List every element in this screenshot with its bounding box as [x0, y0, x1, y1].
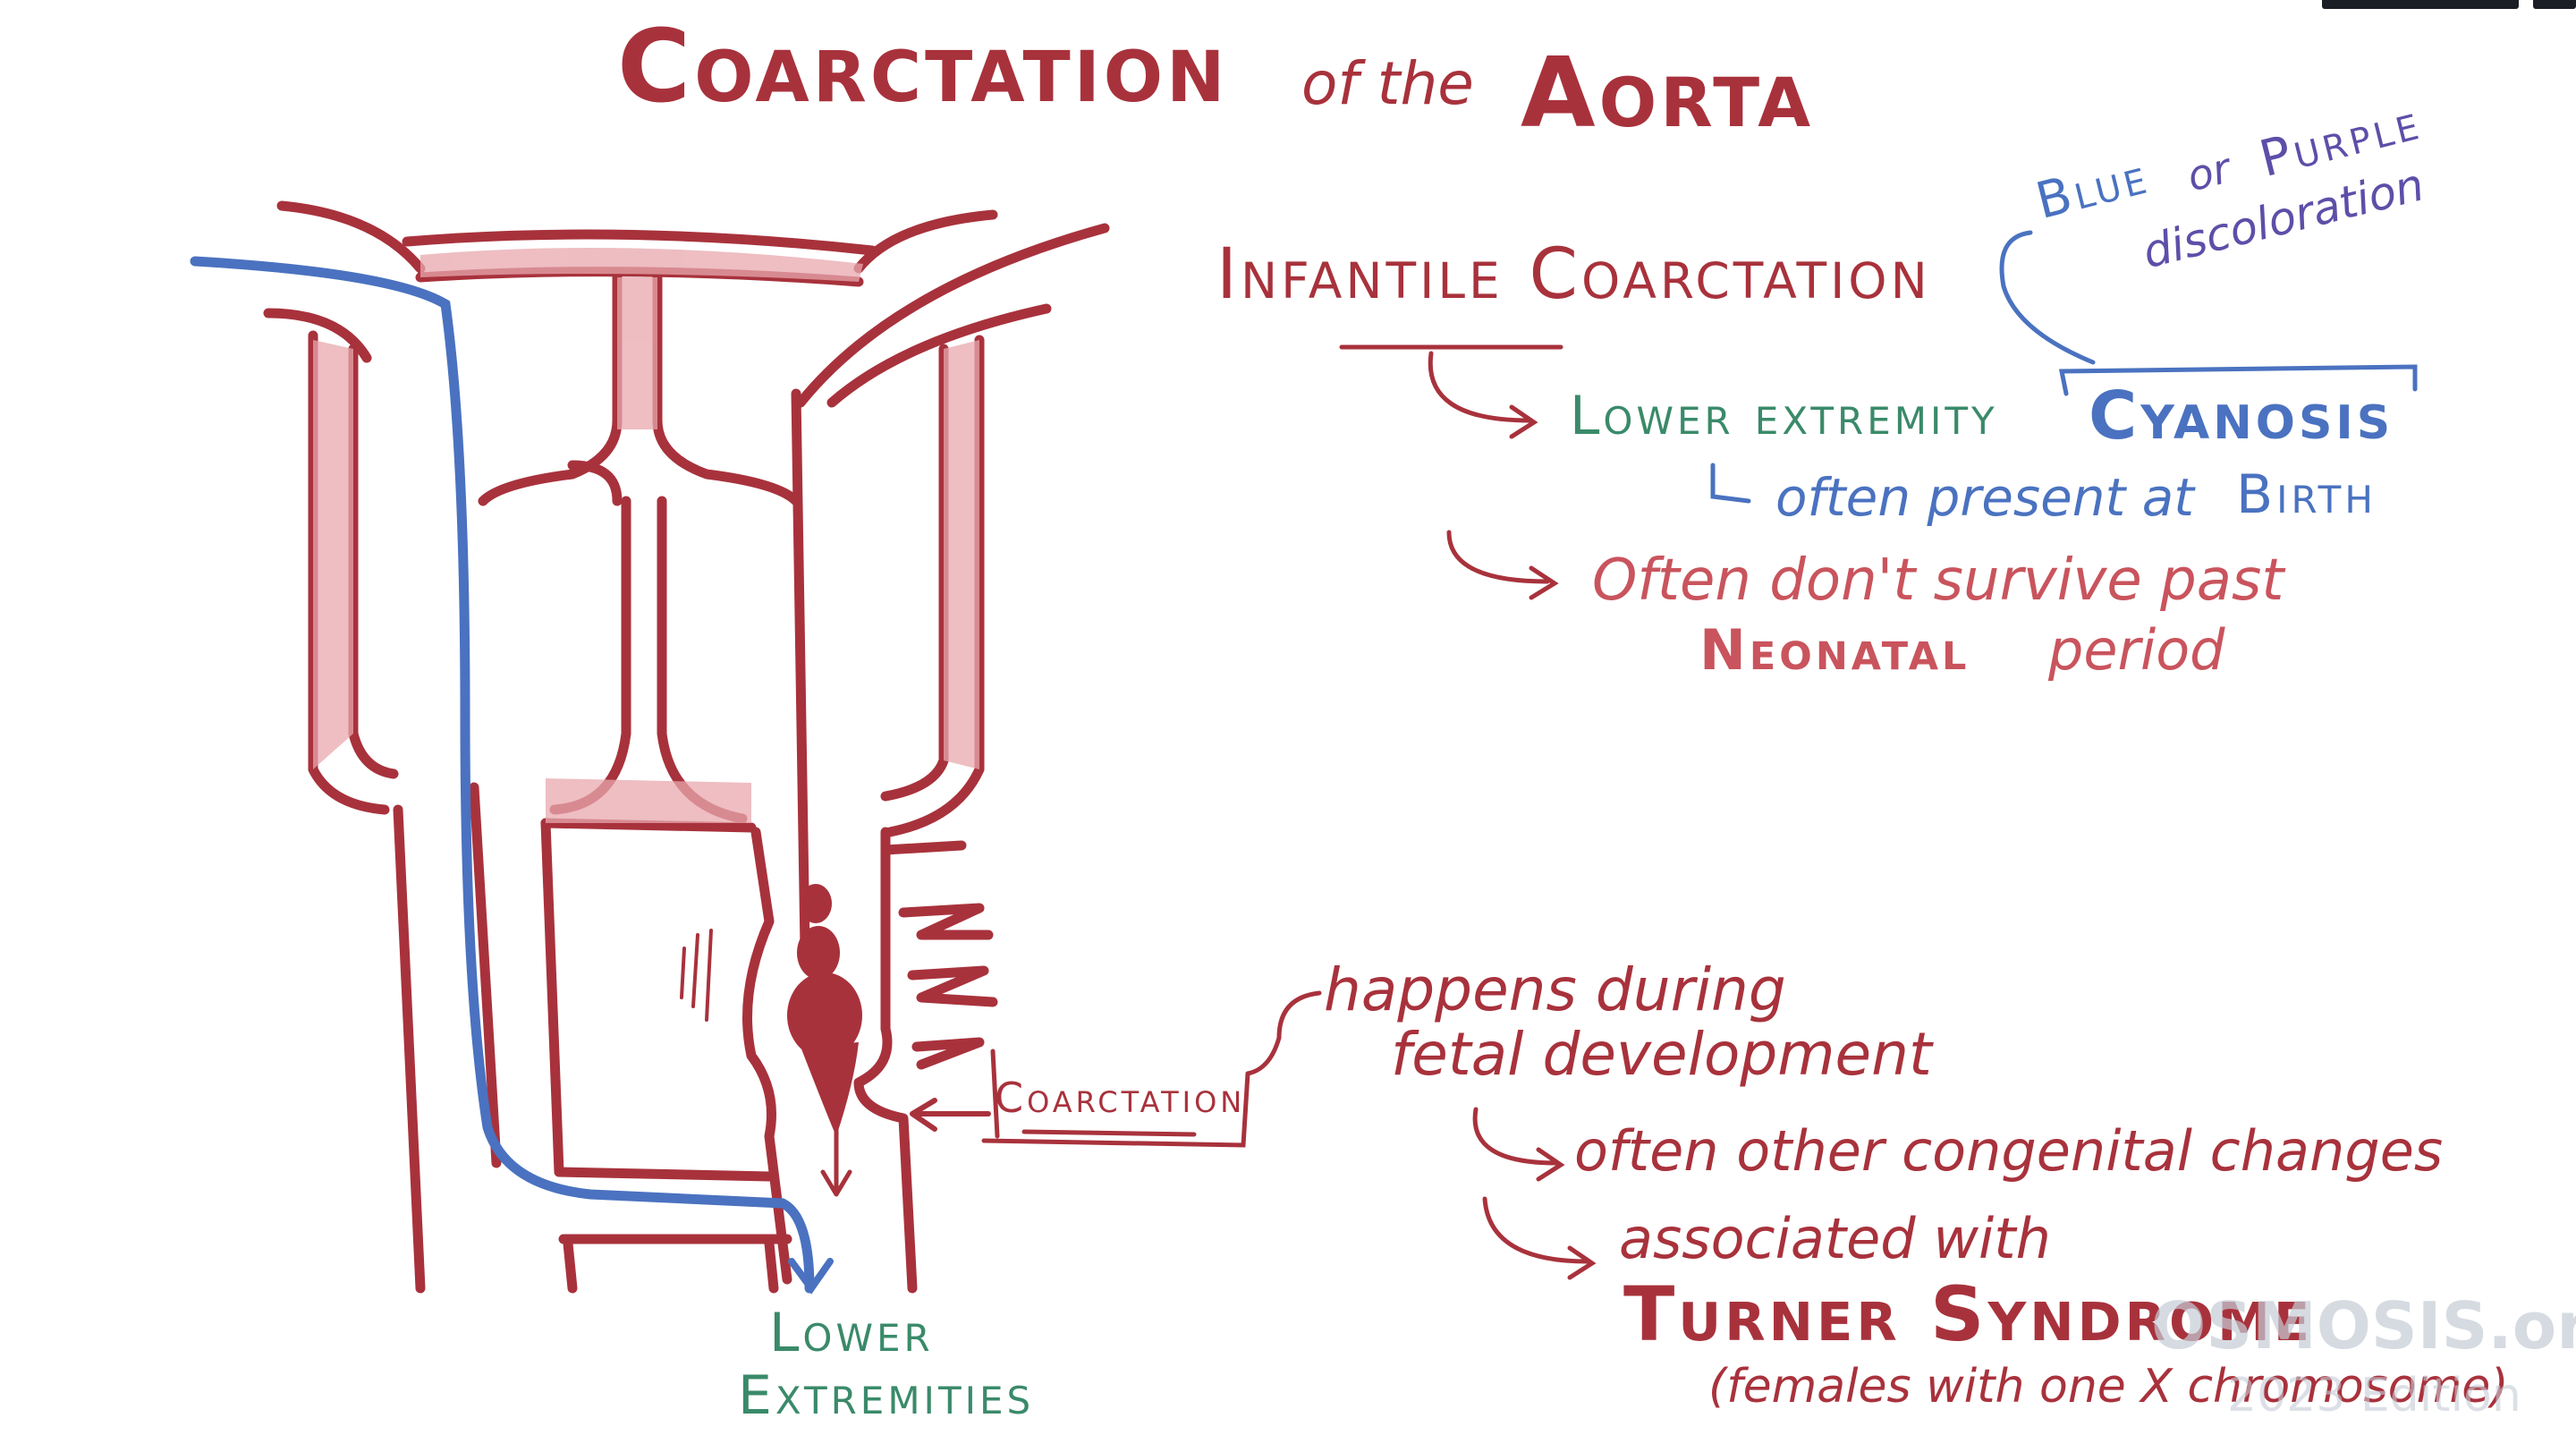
arch-fill-top [420, 248, 863, 282]
arrow-survive [1446, 530, 1559, 600]
aorta-right-wall [791, 388, 810, 954]
right-outer-wall-inner [880, 344, 949, 802]
associated-with: associated with [1619, 1206, 2051, 1271]
coarctation-label: Coarctation [995, 1074, 1246, 1122]
arch-fill-left [313, 340, 353, 769]
ridge-2 [898, 903, 994, 940]
branch-top-left-2 [263, 308, 372, 363]
brace-happens [1245, 990, 1322, 1076]
central-connector-right [652, 272, 801, 506]
aorta-right-wall-2 [853, 827, 918, 1294]
branch-top-right-1 [853, 209, 998, 274]
watermark-brand: OSMOSIS.org [2151, 1288, 2576, 1363]
box-left-wall [540, 818, 564, 1177]
left-outer-wall [308, 330, 390, 815]
aorta-left-wall [742, 827, 792, 1285]
arch-fill-bottom [546, 778, 751, 823]
bracket-cyanosis [2058, 364, 2418, 396]
watermark-edition: 2023 Edition [2227, 1369, 2521, 1422]
survive-line: Often don't survive past [1592, 548, 2284, 614]
birth-word: Birth [2236, 463, 2377, 526]
bottom-stub-mid [764, 1238, 779, 1294]
lower-extremities-line2: Extremities [738, 1364, 1035, 1427]
hook-birth [1710, 463, 1751, 504]
arch-fill-center [617, 277, 657, 429]
turner-syndrome: Turner Syndrome [1623, 1270, 2314, 1358]
fetal-line1: happens during [1324, 955, 1786, 1024]
arrow-associated [1482, 1196, 1597, 1280]
top-bar-left [2322, 0, 2519, 9]
top-bar-right [2533, 0, 2576, 9]
central-lower-left [567, 460, 623, 506]
branch-top-right-3 [826, 303, 1052, 408]
lower-extremities-line1: Lower [769, 1302, 934, 1364]
bracket-coarctation [981, 1049, 1250, 1148]
blood-flow-line [190, 256, 815, 1294]
right-outer-wall [885, 335, 985, 837]
central-lower [549, 496, 631, 815]
box-bottom-edge [554, 1167, 775, 1182]
arrow-lower-extremity [1428, 351, 1538, 439]
title-main: Coarctation [617, 9, 1229, 125]
title-end: Aorta [1521, 38, 1815, 149]
period-word: period [2048, 617, 2225, 683]
arch-top-outline [402, 229, 877, 256]
ridge-1 [880, 840, 967, 855]
coarctation-arrow [910, 1098, 991, 1132]
females-note: (females with one X chromosome) [1708, 1360, 2509, 1414]
central-connector-left [478, 272, 623, 506]
title-connector: of the [1301, 49, 1474, 118]
bottom-stub-left [563, 1238, 578, 1294]
coarctation-blob-2 [797, 926, 840, 980]
motion-lines [680, 929, 713, 1022]
coarctation-tip [801, 1042, 859, 1136]
lower-extremity-label: Lower extremity [1570, 385, 1998, 447]
neonatal-word: Neonatal [1699, 617, 1970, 683]
central-lower-2 [657, 496, 748, 824]
fetal-line2: fetal development [1391, 1020, 1932, 1089]
coarctation-blob-1 [800, 884, 832, 923]
descending-left-outer [393, 804, 426, 1294]
ridge-4 [911, 1037, 985, 1070]
coarctation-blob-3 [787, 972, 862, 1058]
ridge-3 [907, 965, 998, 1007]
branch-top-right-2 [795, 223, 1110, 408]
arch-fill-right [944, 340, 979, 769]
brace-blue [1999, 230, 2096, 365]
other-changes: often other congenital changes [1574, 1118, 2444, 1184]
branch-top-left-1 [276, 200, 426, 274]
underline-coarctation [1021, 1129, 1197, 1137]
infantile-heading: Infantile Coarctation [1216, 234, 1931, 315]
descending-left-inner [469, 782, 502, 1168]
cyanosis-label: Cyanosis [2089, 378, 2394, 454]
blood-flow-arrowhead [788, 1258, 834, 1295]
left-outer-wall-inner [348, 344, 399, 779]
arrow-other-changes [1472, 1107, 1565, 1182]
birth-note: often present at [1775, 467, 2194, 528]
box-bottom-rail [540, 818, 757, 833]
